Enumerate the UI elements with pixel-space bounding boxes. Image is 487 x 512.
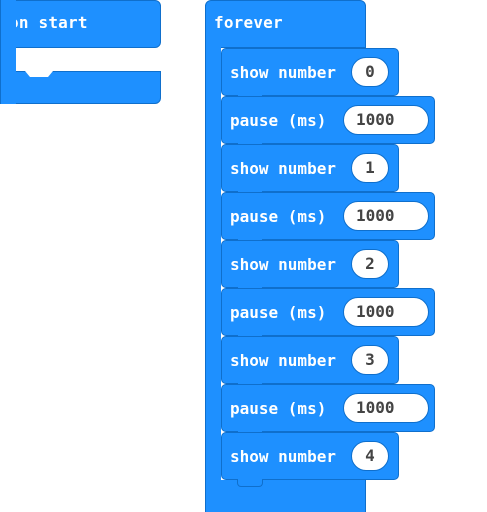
on-start-empty-slot <box>16 48 62 77</box>
forever-footer <box>205 480 366 512</box>
ms-input[interactable]: 1000 <box>343 297 429 327</box>
show-number-block[interactable]: show number 4 <box>221 432 399 480</box>
show-number-block[interactable]: show number 3 <box>221 336 399 384</box>
pause-block[interactable]: pause (ms) 1000 <box>221 288 435 336</box>
show-number-block[interactable]: show number 1 <box>221 144 399 192</box>
pause-label: pause (ms) <box>230 303 327 322</box>
on-start-header[interactable]: on start <box>0 0 161 48</box>
number-input[interactable]: 0 <box>351 57 389 87</box>
ms-input[interactable]: 1000 <box>343 393 429 423</box>
forever-header[interactable]: forever <box>205 0 366 48</box>
ms-input[interactable]: 1000 <box>343 105 429 135</box>
number-input[interactable]: 3 <box>351 345 389 375</box>
show-number-label: show number <box>230 63 336 82</box>
show-number-label: show number <box>230 351 336 370</box>
on-start-spine <box>0 0 16 104</box>
show-number-block[interactable]: show number 2 <box>221 240 399 288</box>
show-number-label: show number <box>230 159 336 178</box>
pause-label: pause (ms) <box>230 111 327 130</box>
number-input[interactable]: 4 <box>351 441 389 471</box>
number-input[interactable]: 1 <box>351 153 389 183</box>
pause-block[interactable]: pause (ms) 1000 <box>221 96 435 144</box>
pause-label: pause (ms) <box>230 207 327 226</box>
pause-block[interactable]: pause (ms) 1000 <box>221 384 435 432</box>
forever-block[interactable]: forever <box>205 0 366 512</box>
show-number-label: show number <box>230 255 336 274</box>
pause-block[interactable]: pause (ms) 1000 <box>221 192 435 240</box>
on-start-title: on start <box>9 13 88 32</box>
pause-label: pause (ms) <box>230 399 327 418</box>
forever-title: forever <box>214 13 283 32</box>
number-input[interactable]: 2 <box>351 249 389 279</box>
show-number-label: show number <box>230 447 336 466</box>
ms-input[interactable]: 1000 <box>343 201 429 231</box>
forever-spine <box>205 46 221 512</box>
show-number-block[interactable]: show number 0 <box>221 48 399 96</box>
block-tab <box>237 479 263 487</box>
